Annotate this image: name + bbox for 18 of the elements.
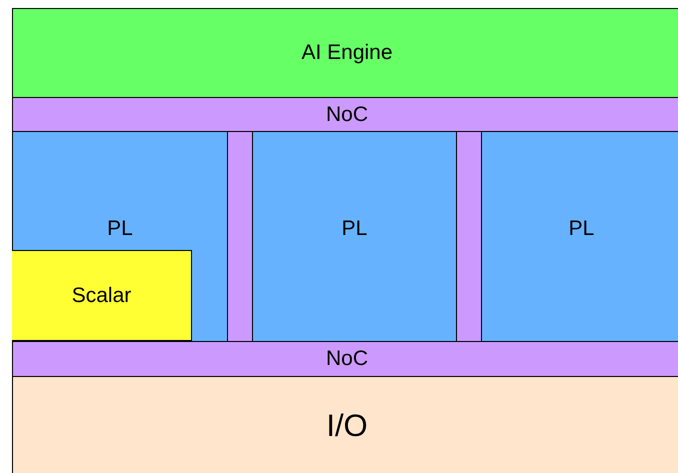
noc-strip [456,131,482,342]
chip-region-box [12,341,678,377]
block-label: I/O [326,408,368,444]
chip-region-box [12,97,678,132]
noc-strip [227,131,253,342]
chip-region-box [12,250,192,341]
chip-region-box [12,8,678,98]
block-label: Scalar [72,284,132,308]
chip-region-box [12,376,678,473]
block-label: PL [568,216,594,240]
block-label: PL [107,216,133,240]
block-label: PL [342,216,368,240]
block-label: NoC [326,347,368,371]
block-label: NoC [326,102,368,126]
block-label: AI Engine [301,41,393,65]
chip-region-box [12,131,228,342]
chip-region-box [481,131,678,342]
chip-region-box [252,131,457,342]
